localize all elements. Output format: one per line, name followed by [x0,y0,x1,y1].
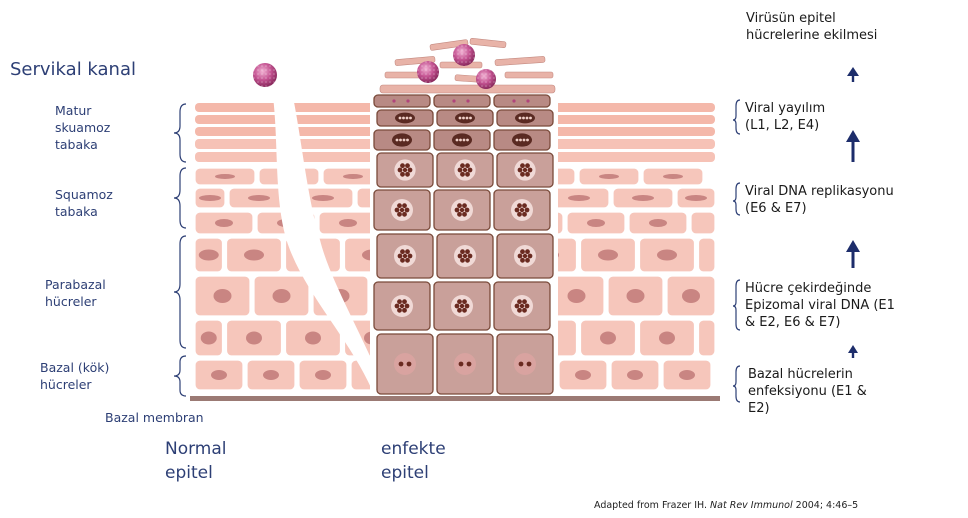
left-braces [174,104,186,396]
squamous-layer-label: Squamoz tabaka [55,186,113,220]
nucleus [343,174,363,179]
nucleus [273,289,291,303]
nucleus [685,195,707,201]
nucleus [339,219,357,227]
nucleus [201,332,217,345]
arrow-up-icon [848,345,858,358]
mature-squamous-label: Matur skuamoz tabaka [55,102,110,153]
viral-nucleus [454,159,475,180]
nucleus [211,370,227,380]
right-brackets [733,100,740,402]
nucleus [199,250,219,261]
nucleus [246,332,262,345]
stage-shedding: Virüsün epitel hücrelerine ekilmesi [746,10,877,44]
viral-nucleus [394,245,416,267]
cervical-canal-label: Servikal kanal [10,58,136,82]
nucleus [657,250,677,261]
nucleus [575,370,591,380]
nucleus [599,174,619,179]
viral-nucleus [511,199,533,221]
viral-nucleus [511,295,533,317]
nucleus [199,195,221,201]
nucleus [587,219,605,227]
nucleus [215,219,233,227]
arrow-up-icon [846,240,860,268]
nucleus [649,219,667,227]
normal-cell [691,212,715,234]
infected-epithelium-label: enfekte epitel [381,437,446,485]
infected-cell [494,95,550,107]
normal-cell [699,320,716,356]
arrow-up-icon [846,130,860,162]
nucleus [263,370,279,380]
viral-nucleus [454,353,476,375]
stage-episomal-dna: Hücre çekirdeğinde Epizomal viral DNA (E… [745,280,895,331]
parabasal-label: Parabazal hücreler [45,276,106,310]
viral-nucleus [391,199,413,221]
viral-nucleus [454,245,476,267]
stage-viral-spread: Viral yayılım (L1, L2, E4) [745,100,825,134]
nucleus [315,370,331,380]
nucleus [568,195,590,201]
nucleus [627,289,645,303]
nucleus [600,332,616,345]
viral-nucleus [514,245,536,267]
basal-membrane-line [190,396,720,401]
nucleus [682,289,700,303]
nucleus [248,195,270,201]
viral-nucleus [391,295,413,317]
nucleus [663,174,683,179]
nucleus [568,289,586,303]
viral-nucleus [514,159,535,180]
basal-membrane-label: Bazal membran [105,409,204,426]
arrow-up-icon [847,67,859,82]
stage-dna-replication: Viral DNA replikasyonu (E6 & E7) [745,183,894,217]
nucleus [312,195,334,201]
nucleus [214,289,232,303]
infected-cell [434,95,490,107]
nucleus [215,174,235,179]
viral-nucleus [394,159,415,180]
nucleus [632,195,654,201]
source-credit: Adapted from Frazer IH. Nat Rev Immunol … [594,500,858,511]
viral-nucleus [451,295,473,317]
viral-nucleus [394,353,416,375]
infected-epithelium-column [370,93,558,394]
nucleus [244,250,264,261]
nucleus [598,250,618,261]
normal-epithelium-label: Normal epitel [165,437,227,485]
viral-nucleus [514,353,536,375]
nucleus [679,370,695,380]
stage-basal-infection: Bazal hücrelerin enfeksiyonu (E1 & E2) [748,366,867,417]
basal-stem-label: Bazal (kök) hücreler [40,359,109,393]
normal-cell [699,238,716,272]
infected-cell [374,95,430,107]
nucleus [659,332,675,345]
nucleus [305,332,321,345]
nucleus [627,370,643,380]
viral-nucleus [451,199,473,221]
